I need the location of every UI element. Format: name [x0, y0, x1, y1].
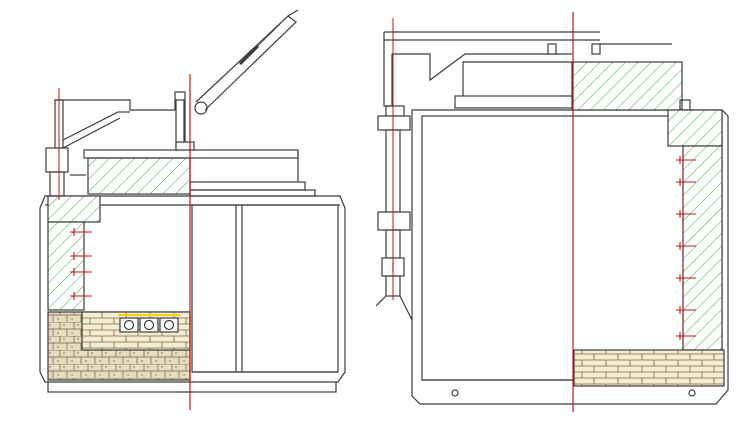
side-body-outline [411, 109, 729, 405]
lid-step-lower [189, 189, 316, 197]
side-wall-heater-elements [676, 150, 696, 345]
hearth-heating-elements [118, 314, 180, 333]
side-brick-floor [573, 349, 725, 387]
insulation-wall-left [47, 221, 85, 311]
hinge-pin [194, 101, 208, 115]
lifting-column [45, 99, 86, 197]
lid-step-upper [189, 181, 306, 191]
foot-bolt-left [451, 389, 459, 397]
front-section-view [39, 9, 346, 410]
foot-bolt-right [688, 389, 696, 397]
wall-heater-elements [70, 228, 92, 300]
side-section-view [375, 12, 729, 412]
lid-lift-arm [55, 9, 299, 151]
side-lid-insulation [571, 61, 683, 111]
side-lid-outline [462, 61, 572, 96]
insulation-top-left [47, 195, 101, 223]
side-lifting-gantry [375, 18, 672, 321]
side-insulation-wall [682, 145, 723, 351]
body-base-plinth [47, 382, 337, 393]
lid-plate [83, 149, 299, 159]
lid-insulation [87, 157, 191, 195]
side-insulation-top [667, 109, 723, 147]
